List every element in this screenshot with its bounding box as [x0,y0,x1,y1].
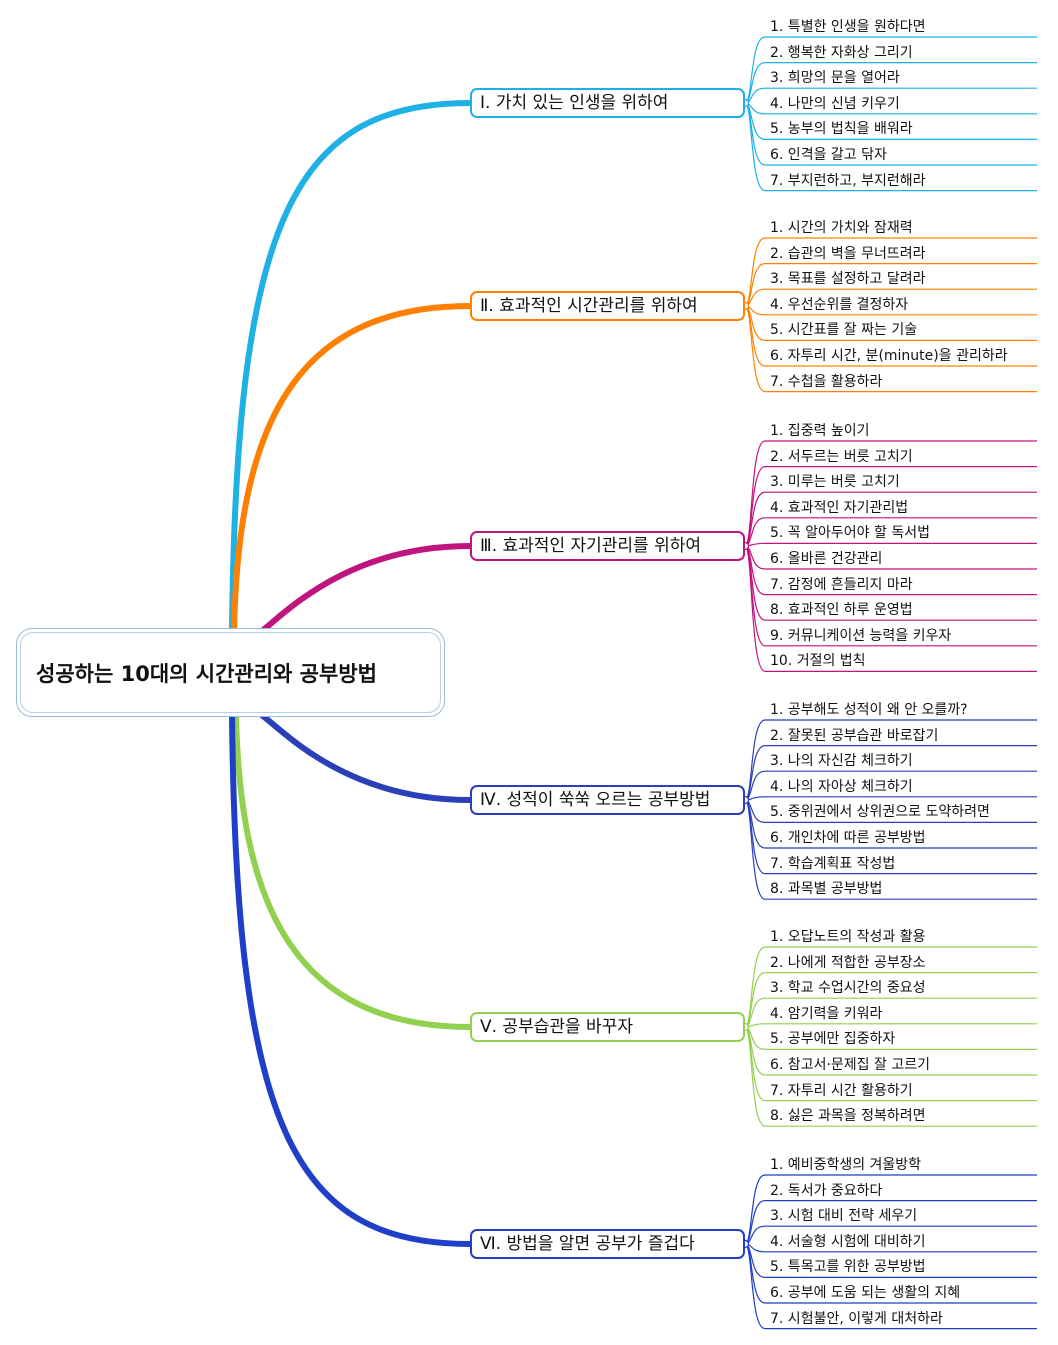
item-connector [744,1023,1037,1028]
subtopic-item[interactable]: 3. 나의 자신감 체크하기 [770,753,913,770]
subtopic-item[interactable]: 6. 공부에 도움 되는 생활의 지혜 [770,1285,961,1301]
subtopic-item[interactable]: 3. 미루는 버릇 고치기 [770,474,900,491]
subtopic-item[interactable]: 4. 우선순위를 결정하자 [770,296,909,313]
subtopic-item[interactable]: 5. 농부의 법칙을 배워라 [770,121,913,138]
subtopic-item[interactable]: 5. 꼭 알아두어야 할 독서법 [770,525,930,542]
subtopic-item[interactable]: 8. 효과적인 하루 운영법 [770,602,913,619]
subtopic-item[interactable]: 4. 나만의 신념 키우기 [770,95,900,112]
subtopic-item[interactable]: 3. 목표를 설정하고 달려라 [770,271,926,288]
subtopic-item[interactable]: 3. 희망의 문을 열어라 [770,70,900,87]
branch-connector [243,543,473,641]
subtopic-item[interactable]: 4. 효과적인 자기관리법 [770,499,909,516]
subtopic-item[interactable]: 5. 특목고를 위한 공부방법 [770,1259,926,1276]
branch-connector [233,711,473,1030]
main-topic[interactable]: Ⅰ. 가치 있는 인생을 위하여 [470,88,745,118]
subtopic-item[interactable]: 7. 수첩을 활용하라 [770,373,883,390]
subtopic-item[interactable]: 1. 예비중학생의 겨울방학 [770,1157,922,1173]
subtopic-item[interactable]: 9. 커뮤니케이션 능력을 키우자 [770,627,952,644]
subtopic-item[interactable]: 2. 독서가 중요하다 [770,1182,883,1199]
item-connector [744,799,1037,900]
subtopic-item[interactable]: 5. 중위권에서 상위권으로 도약하려면 [770,804,990,821]
subtopic-item[interactable]: 5. 공부에만 집중하자 [770,1031,896,1048]
item-connector [744,545,1037,672]
subtopic-item[interactable]: 6. 인격을 갈고 닦자 [770,147,887,163]
subtopic-item[interactable]: 1. 특별한 인생을 원하다면 [770,19,926,35]
subtopic-item[interactable]: 7. 자투리 시간 활용하기 [770,1082,913,1099]
subtopic-item[interactable]: 8. 과목별 공부방법 [770,881,883,898]
item-connector [744,796,1037,801]
subtopic-item[interactable]: 1. 공부해도 성적이 왜 안 오를까? [770,702,968,718]
subtopic-item[interactable]: 6. 올바른 건강관리 [770,551,883,567]
subtopic-item[interactable]: 2. 행복한 자화상 그리기 [770,44,913,61]
central-topic[interactable]: 성공하는 10대의 시간관리와 공부방법 [16,628,445,717]
subtopic-item[interactable]: 5. 시간표를 잘 짜는 기술 [770,322,918,339]
item-connector [744,542,1037,547]
subtopic-item[interactable]: 4. 서술형 시험에 대비하기 [770,1233,926,1250]
subtopic-item[interactable]: 4. 나의 자아상 체크하기 [770,778,913,795]
subtopic-item[interactable]: 1. 오답노트의 작성과 활용 [770,929,926,945]
item-connector [744,1026,1037,1127]
subtopic-item[interactable]: 2. 나에게 적합한 공부장소 [770,954,926,971]
subtopic-item[interactable]: 7. 시험불안, 이렇게 대처하라 [770,1310,943,1327]
main-topic[interactable]: Ⅳ. 성적이 쑥쑥 오르는 공부방법 [470,785,745,815]
central-topic-label: 성공하는 10대의 시간관리와 공부방법 [20,632,441,713]
branch-connector [229,711,473,1247]
subtopic-item[interactable]: 7. 학습계획표 작성법 [770,855,896,872]
item-connector [744,305,1037,393]
subtopic-item[interactable]: 6. 참고서·문제집 잘 고르기 [770,1057,930,1073]
subtopic-item[interactable]: 2. 서두르는 버릇 고치기 [770,448,913,465]
main-topic[interactable]: Ⅱ. 효과적인 시간관리를 위하여 [470,291,745,321]
subtopic-item[interactable]: 10. 거절의 법칙 [770,653,866,670]
subtopic-item[interactable]: 6. 자투리 시간, 분(minute)을 관리하라 [770,348,1008,364]
subtopic-item[interactable]: 2. 잘못된 공부습관 바로잡기 [770,727,939,744]
subtopic-item[interactable]: 7. 감정에 흔들리지 마라 [770,576,913,593]
subtopic-item[interactable]: 3. 시험 대비 전략 세우기 [770,1208,918,1225]
item-connector [744,102,1037,192]
subtopic-item[interactable]: 4. 암기력을 키워라 [770,1005,883,1022]
subtopic-item[interactable]: 1. 집중력 높이기 [770,423,870,439]
main-topic[interactable]: Ⅴ. 공부습관을 바꾸자 [470,1012,745,1042]
branch-connector [231,303,473,635]
branch-connector [243,705,473,803]
main-topic[interactable]: Ⅵ. 방법을 알면 공부가 즐겁다 [470,1229,745,1259]
subtopic-item[interactable]: 2. 습관의 벽을 무너뜨려라 [770,245,926,262]
subtopic-item[interactable]: 1. 시간의 가치와 잠재력 [770,220,913,236]
branch-connector [229,100,473,635]
subtopic-item[interactable]: 6. 개인차에 따른 공부방법 [770,830,926,846]
item-connector [744,1243,1037,1330]
main-topic[interactable]: Ⅲ. 효과적인 자기관리를 위하여 [470,531,745,561]
subtopic-item[interactable]: 8. 싫은 과목을 정복하려면 [770,1108,926,1125]
subtopic-item[interactable]: 3. 학교 수업시간의 중요성 [770,980,926,997]
subtopic-item[interactable]: 7. 부지런하고, 부지런해라 [770,172,926,189]
